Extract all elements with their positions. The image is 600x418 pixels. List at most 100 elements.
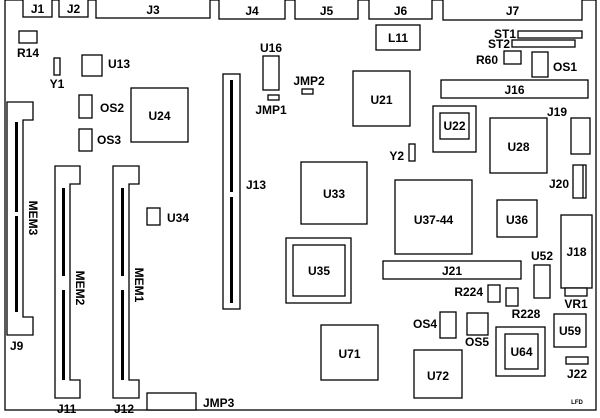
regulator-vr1: VR1 bbox=[564, 287, 588, 311]
r224-label: R224 bbox=[454, 285, 483, 299]
os4-label: OS4 bbox=[413, 317, 437, 331]
jumper-jmp2: JMP2 bbox=[293, 74, 325, 95]
connector-j1: J1 bbox=[22, 0, 53, 18]
u28-label: U28 bbox=[507, 140, 529, 154]
j6-label: J6 bbox=[394, 4, 408, 18]
connector-j20: J20 bbox=[549, 164, 587, 199]
j1-label: J1 bbox=[31, 2, 45, 16]
connector-j4: J4 bbox=[218, 0, 286, 20]
connector-j7: J7 bbox=[442, 0, 583, 21]
os1-label: OS1 bbox=[553, 60, 577, 74]
connector-j6: J6 bbox=[368, 0, 433, 20]
connector-j19: J19 bbox=[547, 105, 591, 155]
oscillator-os4: OS4 bbox=[413, 311, 457, 339]
oscillator-os1: OS1 bbox=[531, 51, 577, 78]
j7-label: J7 bbox=[506, 4, 520, 18]
u71-label: U71 bbox=[338, 347, 360, 361]
u13-label: U13 bbox=[108, 57, 130, 71]
oscillator-os2: OS2 bbox=[78, 94, 124, 119]
crystal-y2: Y2 bbox=[389, 143, 416, 163]
r60-label: R60 bbox=[476, 53, 498, 67]
u34-label: U34 bbox=[167, 211, 189, 225]
j9-label: J9 bbox=[10, 339, 24, 353]
connector-j5: J5 bbox=[294, 0, 359, 20]
connector-j16: J16 bbox=[440, 79, 589, 99]
chip-u21: U21 bbox=[352, 70, 411, 127]
socket-u35: U35 bbox=[285, 237, 352, 304]
j13-label: J13 bbox=[246, 178, 266, 192]
resistor-r228: R228 bbox=[505, 287, 541, 321]
socket-u64: U64 bbox=[495, 326, 546, 377]
u37-44-label: U37-44 bbox=[414, 213, 454, 227]
footer-mark: LFD bbox=[571, 400, 583, 406]
crystal-y1: Y1 bbox=[50, 57, 65, 91]
st1-label: ST1 bbox=[494, 27, 516, 41]
connector-j3: J3 bbox=[95, 0, 211, 19]
jumper-jmp1: JMP1 bbox=[255, 94, 287, 117]
y2-label: Y2 bbox=[389, 149, 404, 163]
slot-j13: J13 bbox=[222, 73, 266, 310]
resistor-r14: R14 bbox=[17, 30, 39, 60]
chip-u36: U36 bbox=[496, 199, 538, 238]
r14-label: R14 bbox=[17, 46, 39, 60]
connector-j2: J2 bbox=[58, 0, 89, 18]
oscillator-os3: OS3 bbox=[78, 128, 121, 152]
u33-label: U33 bbox=[323, 187, 345, 201]
j2-label: J2 bbox=[67, 2, 81, 16]
chip-u28: U28 bbox=[489, 117, 548, 174]
y1-label: Y1 bbox=[50, 77, 65, 91]
chip-u24: U24 bbox=[130, 87, 189, 143]
chip-u71: U71 bbox=[320, 324, 379, 381]
chip-u72: U72 bbox=[413, 349, 463, 399]
u52-label: U52 bbox=[531, 249, 553, 263]
u35-label: U35 bbox=[308, 264, 330, 278]
memory-slot-mem3: MEM3 J9 bbox=[6, 101, 40, 353]
board-outline bbox=[4, 0, 597, 411]
mem2-label: MEM2 bbox=[73, 271, 87, 306]
os2-label: OS2 bbox=[100, 101, 124, 115]
chip-u59: U59 bbox=[553, 313, 587, 348]
u24-label: U24 bbox=[148, 109, 170, 123]
connector-j18: J18 bbox=[560, 214, 593, 289]
strip-st2: ST2 bbox=[488, 37, 576, 51]
j5-label: J5 bbox=[320, 4, 334, 18]
u59-label: U59 bbox=[559, 324, 581, 338]
mem1-label: MEM1 bbox=[132, 268, 146, 303]
jmp3-label: JMP3 bbox=[203, 396, 235, 410]
j18-label: J18 bbox=[566, 245, 586, 259]
jmp1-label: JMP1 bbox=[255, 103, 287, 117]
j19-label: J19 bbox=[547, 105, 567, 119]
os5-label: OS5 bbox=[465, 335, 489, 349]
j3-label: J3 bbox=[146, 3, 160, 17]
vr1-label: VR1 bbox=[564, 297, 588, 311]
u72-label: U72 bbox=[427, 369, 449, 383]
chip-u37-44: U37-44 bbox=[394, 179, 473, 255]
jmp2-label: JMP2 bbox=[293, 74, 325, 88]
resistor-r224: R224 bbox=[454, 284, 501, 303]
r228-label: R228 bbox=[512, 307, 541, 321]
j22-label: J22 bbox=[567, 367, 587, 381]
inductor-l11: L11 bbox=[375, 24, 421, 51]
u21-label: U21 bbox=[370, 93, 392, 107]
connector-j22: J22 bbox=[565, 356, 589, 381]
j4-label: J4 bbox=[245, 4, 259, 18]
memory-slot-mem1: MEM1 J12 bbox=[112, 165, 146, 416]
chip-u52: U52 bbox=[531, 249, 553, 299]
connector-j21: J21 bbox=[382, 260, 522, 280]
j11-label: J11 bbox=[57, 402, 77, 416]
socket-u22: U22 bbox=[432, 105, 477, 153]
j21-label: J21 bbox=[442, 264, 462, 278]
mem3-label: MEM3 bbox=[26, 201, 40, 236]
chip-u33: U33 bbox=[300, 161, 368, 225]
chip-u34: U34 bbox=[146, 207, 189, 226]
memory-slot-mem2: MEM2 J11 bbox=[54, 165, 87, 416]
j12-label: J12 bbox=[114, 402, 134, 416]
l11-label: L11 bbox=[388, 31, 408, 45]
strip-st1: ST1 bbox=[494, 27, 583, 41]
u36-label: U36 bbox=[506, 213, 528, 227]
j16-label: J16 bbox=[504, 83, 524, 97]
chip-u13: U13 bbox=[81, 54, 130, 77]
chip-u16: U16 bbox=[260, 41, 282, 91]
resistor-r60: R60 bbox=[476, 50, 522, 67]
